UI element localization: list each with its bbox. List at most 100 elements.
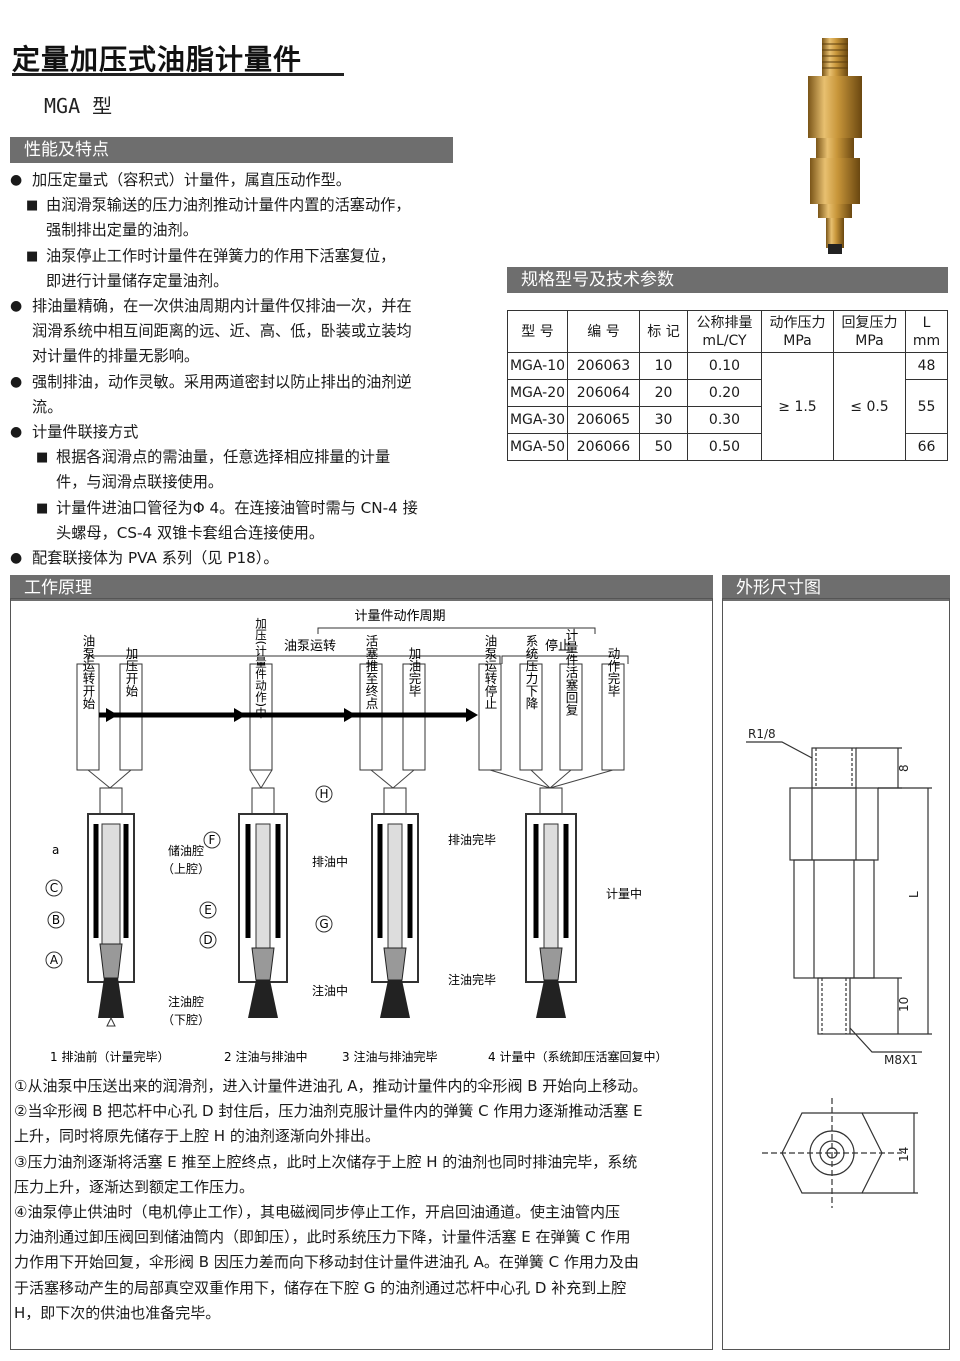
col-displacement-name: 公称排量 bbox=[696, 314, 753, 331]
feature-item-cont: 流。 bbox=[32, 397, 63, 416]
col-action-name: 动作压力 bbox=[769, 314, 826, 331]
col-length-name: L bbox=[922, 314, 931, 331]
thread-top-label: R1/8 bbox=[748, 727, 776, 741]
step-label-3: 加压(计量件动作)中 bbox=[254, 618, 268, 719]
principle-diagram: 计量件动作周期 油泵运转 停止 油泵运转开始 加压开始 加压(计量件动作)中 活… bbox=[45, 609, 667, 1064]
step-label-5: 加油完毕 bbox=[407, 647, 422, 697]
principle-section-header: 工作原理 bbox=[10, 575, 713, 601]
cell-mark: 10 bbox=[639, 352, 688, 380]
dim-10-label: 10 bbox=[897, 997, 911, 1012]
cycle-label: 计量件动作周期 bbox=[354, 609, 445, 624]
feature-subitem-cont: 强制排出定量的油剂。 bbox=[46, 221, 198, 240]
label-B: B bbox=[52, 913, 60, 927]
desc-line: 压力上升，逐渐达到额定工作压力。 bbox=[14, 1177, 255, 1196]
desc-line: H，即下次的供油也准备完毕。 bbox=[14, 1303, 221, 1322]
page-title: 定量加压式油脂计量件 bbox=[12, 43, 303, 76]
discharging-label: 排油中 bbox=[312, 854, 348, 869]
col-mark: 标 记 bbox=[639, 310, 688, 353]
specs-section-header: 规格型号及技术参数 bbox=[507, 267, 948, 293]
col-return-unit: MPa bbox=[855, 332, 884, 349]
cell-model: MGA-50 bbox=[507, 433, 568, 461]
step-label-2: 加压开始 bbox=[124, 647, 139, 697]
principle-panel bbox=[10, 598, 713, 1350]
filling-label: 注油中 bbox=[312, 983, 348, 998]
label-H: H bbox=[319, 787, 328, 801]
feature-subitem-cont: 头螺母，CS-4 双锥卡套组合连接使用。 bbox=[56, 523, 325, 542]
dim-8-label: 8 bbox=[897, 764, 911, 772]
stop-bracket bbox=[501, 655, 629, 664]
unit-2 bbox=[238, 787, 288, 1018]
title-underline bbox=[12, 73, 344, 76]
upper-chamber-sub: （上腔） bbox=[162, 861, 210, 876]
dimensions-section-header: 外形尺寸图 bbox=[722, 575, 950, 601]
metering-label: 计量中 bbox=[606, 886, 642, 901]
feature-item: 加压定量式（容积式）计量件，属直压动作型。 bbox=[10, 168, 455, 193]
feature-item-cont: 润滑系统中相互间距离的远、近、高、低，卧装或立装均 bbox=[32, 322, 412, 341]
col-return-name: 回复压力 bbox=[841, 314, 898, 331]
desc-line: ④油泵停止供油时（电机停止工作），其电磁阀同步停止工作，开启回油通道。使主油管内… bbox=[14, 1203, 620, 1222]
feature-item: 配套联接体为 PVA 系列（见 P18）。 bbox=[10, 546, 455, 571]
table-row: MGA-50 206066 50 0.50 66 bbox=[507, 433, 948, 461]
running-bracket bbox=[87, 655, 501, 664]
desc-line: ①从油泵中压送出来的润滑剂，进入计量件进油孔 A，推动计量件内的伞形阀 B 开始… bbox=[14, 1077, 648, 1095]
features-section-header: 性能及特点 bbox=[10, 137, 453, 163]
caption-3: 3 注油与排油完毕 bbox=[342, 1049, 437, 1064]
feature-subitem-cont: 即进行计量储存定量油剂。 bbox=[46, 271, 229, 290]
cell-model: MGA-30 bbox=[507, 406, 568, 434]
cell-code: 206066 bbox=[567, 433, 640, 461]
unit-1 bbox=[87, 787, 135, 1027]
table-row: MGA-10 206063 10 0.10 ≥ 1.5 ≤ 0.5 48 bbox=[507, 352, 948, 461]
label-A: A bbox=[50, 953, 59, 967]
cell-mark: 30 bbox=[639, 406, 688, 434]
step-label-6: 油泵运转停止 bbox=[483, 635, 498, 710]
label-E: E bbox=[204, 903, 212, 917]
feature-item: 计量件联接方式 bbox=[10, 420, 455, 445]
unit-4 bbox=[525, 787, 577, 1018]
table-row: MGA-20 206064 20 0.20 55 bbox=[507, 379, 948, 434]
stop-label: 停止 bbox=[545, 638, 571, 654]
running-label: 油泵运转 bbox=[284, 639, 336, 654]
caption-2: 2 注油与排油中 bbox=[224, 1049, 307, 1064]
cell-length: 66 bbox=[905, 433, 948, 461]
desc-line: 上升，同时将原先储存于上腔 H 的油剂逐渐向外排出。 bbox=[14, 1127, 380, 1146]
step-label-1: 油泵运转开始 bbox=[81, 635, 96, 710]
cell-action-pressure: ≥ 1.5 bbox=[761, 352, 834, 461]
cell-displacement: 0.20 bbox=[687, 379, 762, 407]
feature-subitem: 根据各润滑点的需油量，任意选择相应排量的计量 bbox=[10, 445, 455, 470]
caption-4: 4 计量中（系统卸压活塞回复中） bbox=[488, 1049, 667, 1064]
cell-length: 55 bbox=[905, 379, 948, 434]
unit-3 bbox=[371, 787, 419, 1018]
dim-14-label: 14 bbox=[897, 1147, 911, 1162]
cell-mark: 50 bbox=[639, 433, 688, 461]
features-list: 加压定量式（容积式）计量件，属直压动作型。 由润滑泵输送的压力油剂推动计量件内置… bbox=[10, 168, 455, 571]
page-subtitle: MGA 型 bbox=[44, 94, 113, 118]
feature-item: 强制排油，动作灵敏。采用两道密封以防止排出的油剂逆 bbox=[10, 370, 455, 395]
lower-chamber-sub: （下腔） bbox=[162, 1012, 210, 1027]
step-label-8: 计量件活塞回复 bbox=[564, 628, 579, 716]
desc-line: 于活塞移动产生的局部真空双重作用下，储存在下腔 G 的油剂通过芯杆中心孔 D 补… bbox=[14, 1278, 627, 1297]
label-F: F bbox=[209, 833, 216, 847]
cell-code: 206065 bbox=[567, 406, 640, 434]
timeline-arrow bbox=[99, 708, 478, 722]
feature-item-cont: 对计量件的排量无影响。 bbox=[32, 347, 200, 366]
cell-displacement: 0.10 bbox=[687, 352, 762, 380]
desc-line: 力油剂通过卸压阀回到储油筒内（即卸压），此时系统压力下降，计量件活塞 E 在弹簧… bbox=[14, 1228, 631, 1247]
col-model: 型 号 bbox=[507, 310, 568, 353]
cell-mark: 20 bbox=[639, 379, 688, 407]
dim-L-label: L bbox=[907, 891, 921, 898]
caption-1: 1 排油前（计量完毕） bbox=[50, 1049, 169, 1064]
cell-return-pressure: ≤ 0.5 bbox=[833, 352, 906, 461]
dimensions-panel bbox=[722, 598, 950, 1350]
cycle-bracket bbox=[317, 627, 596, 634]
cell-code: 206064 bbox=[567, 379, 640, 407]
dimension-drawing: R1/8 8 L 10 M8X1 14 bbox=[746, 727, 932, 1208]
lower-chamber-label: 注油腔 bbox=[168, 994, 204, 1009]
principle-description: ①从油泵中压送出来的润滑剂，进入计量件进油孔 A，推动计量件内的伞形阀 B 开始… bbox=[14, 1074, 710, 1326]
step-label-9: 动作完毕 bbox=[606, 647, 621, 697]
